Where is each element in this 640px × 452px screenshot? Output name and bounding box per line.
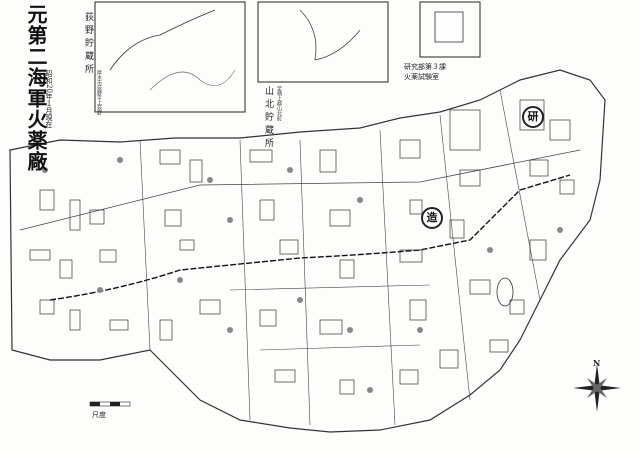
road-3 [299,139,311,426]
inset-subtitle-yamakita: 足柄上郡山北町 [276,86,282,121]
inset-ogino-contour [149,69,236,91]
scale-label: 尺度 [92,411,106,419]
compass-north-label: N [593,358,601,368]
circled-label-zou: 造 [421,207,443,229]
track-oval [496,277,514,307]
inset-title-yamakita: 山北貯蔵所 [263,86,273,151]
compass-rose-icon [573,364,621,412]
building-blocks [29,99,575,395]
railway-line [49,174,571,301]
road-4 [379,129,396,426]
inset-frame-ogino [94,1,246,113]
inset-subtitle-ogino: 厚木市荻野字上荻野 [96,70,102,115]
map-title: 元第二海軍火薬廠 [24,4,48,172]
map-date-note: 昭和20年１月現在 [45,70,53,128]
inset-frame-yamakita [257,1,389,83]
main-road [19,149,581,231]
inset-title-ogino: 荻野貯蔵所 [83,12,93,77]
inset-frame-3 [419,1,481,58]
road-6 [229,284,431,291]
road-9 [499,89,541,301]
road-8 [439,114,471,401]
storage-markers [42,157,563,393]
inset-ogino-river [109,9,216,71]
road-5 [139,139,151,351]
building-label-research-3: 研究部第３課 [404,63,446,71]
inset-yamakita-terrain [299,9,361,61]
circled-label-ken: 研 [522,106,544,128]
site-boundary [9,69,606,433]
scale-bar [89,401,131,407]
building-label-testing-room: 火薬試験室 [404,73,439,81]
inset-building [434,11,464,43]
road-2 [239,139,251,421]
road-7 [259,344,421,351]
